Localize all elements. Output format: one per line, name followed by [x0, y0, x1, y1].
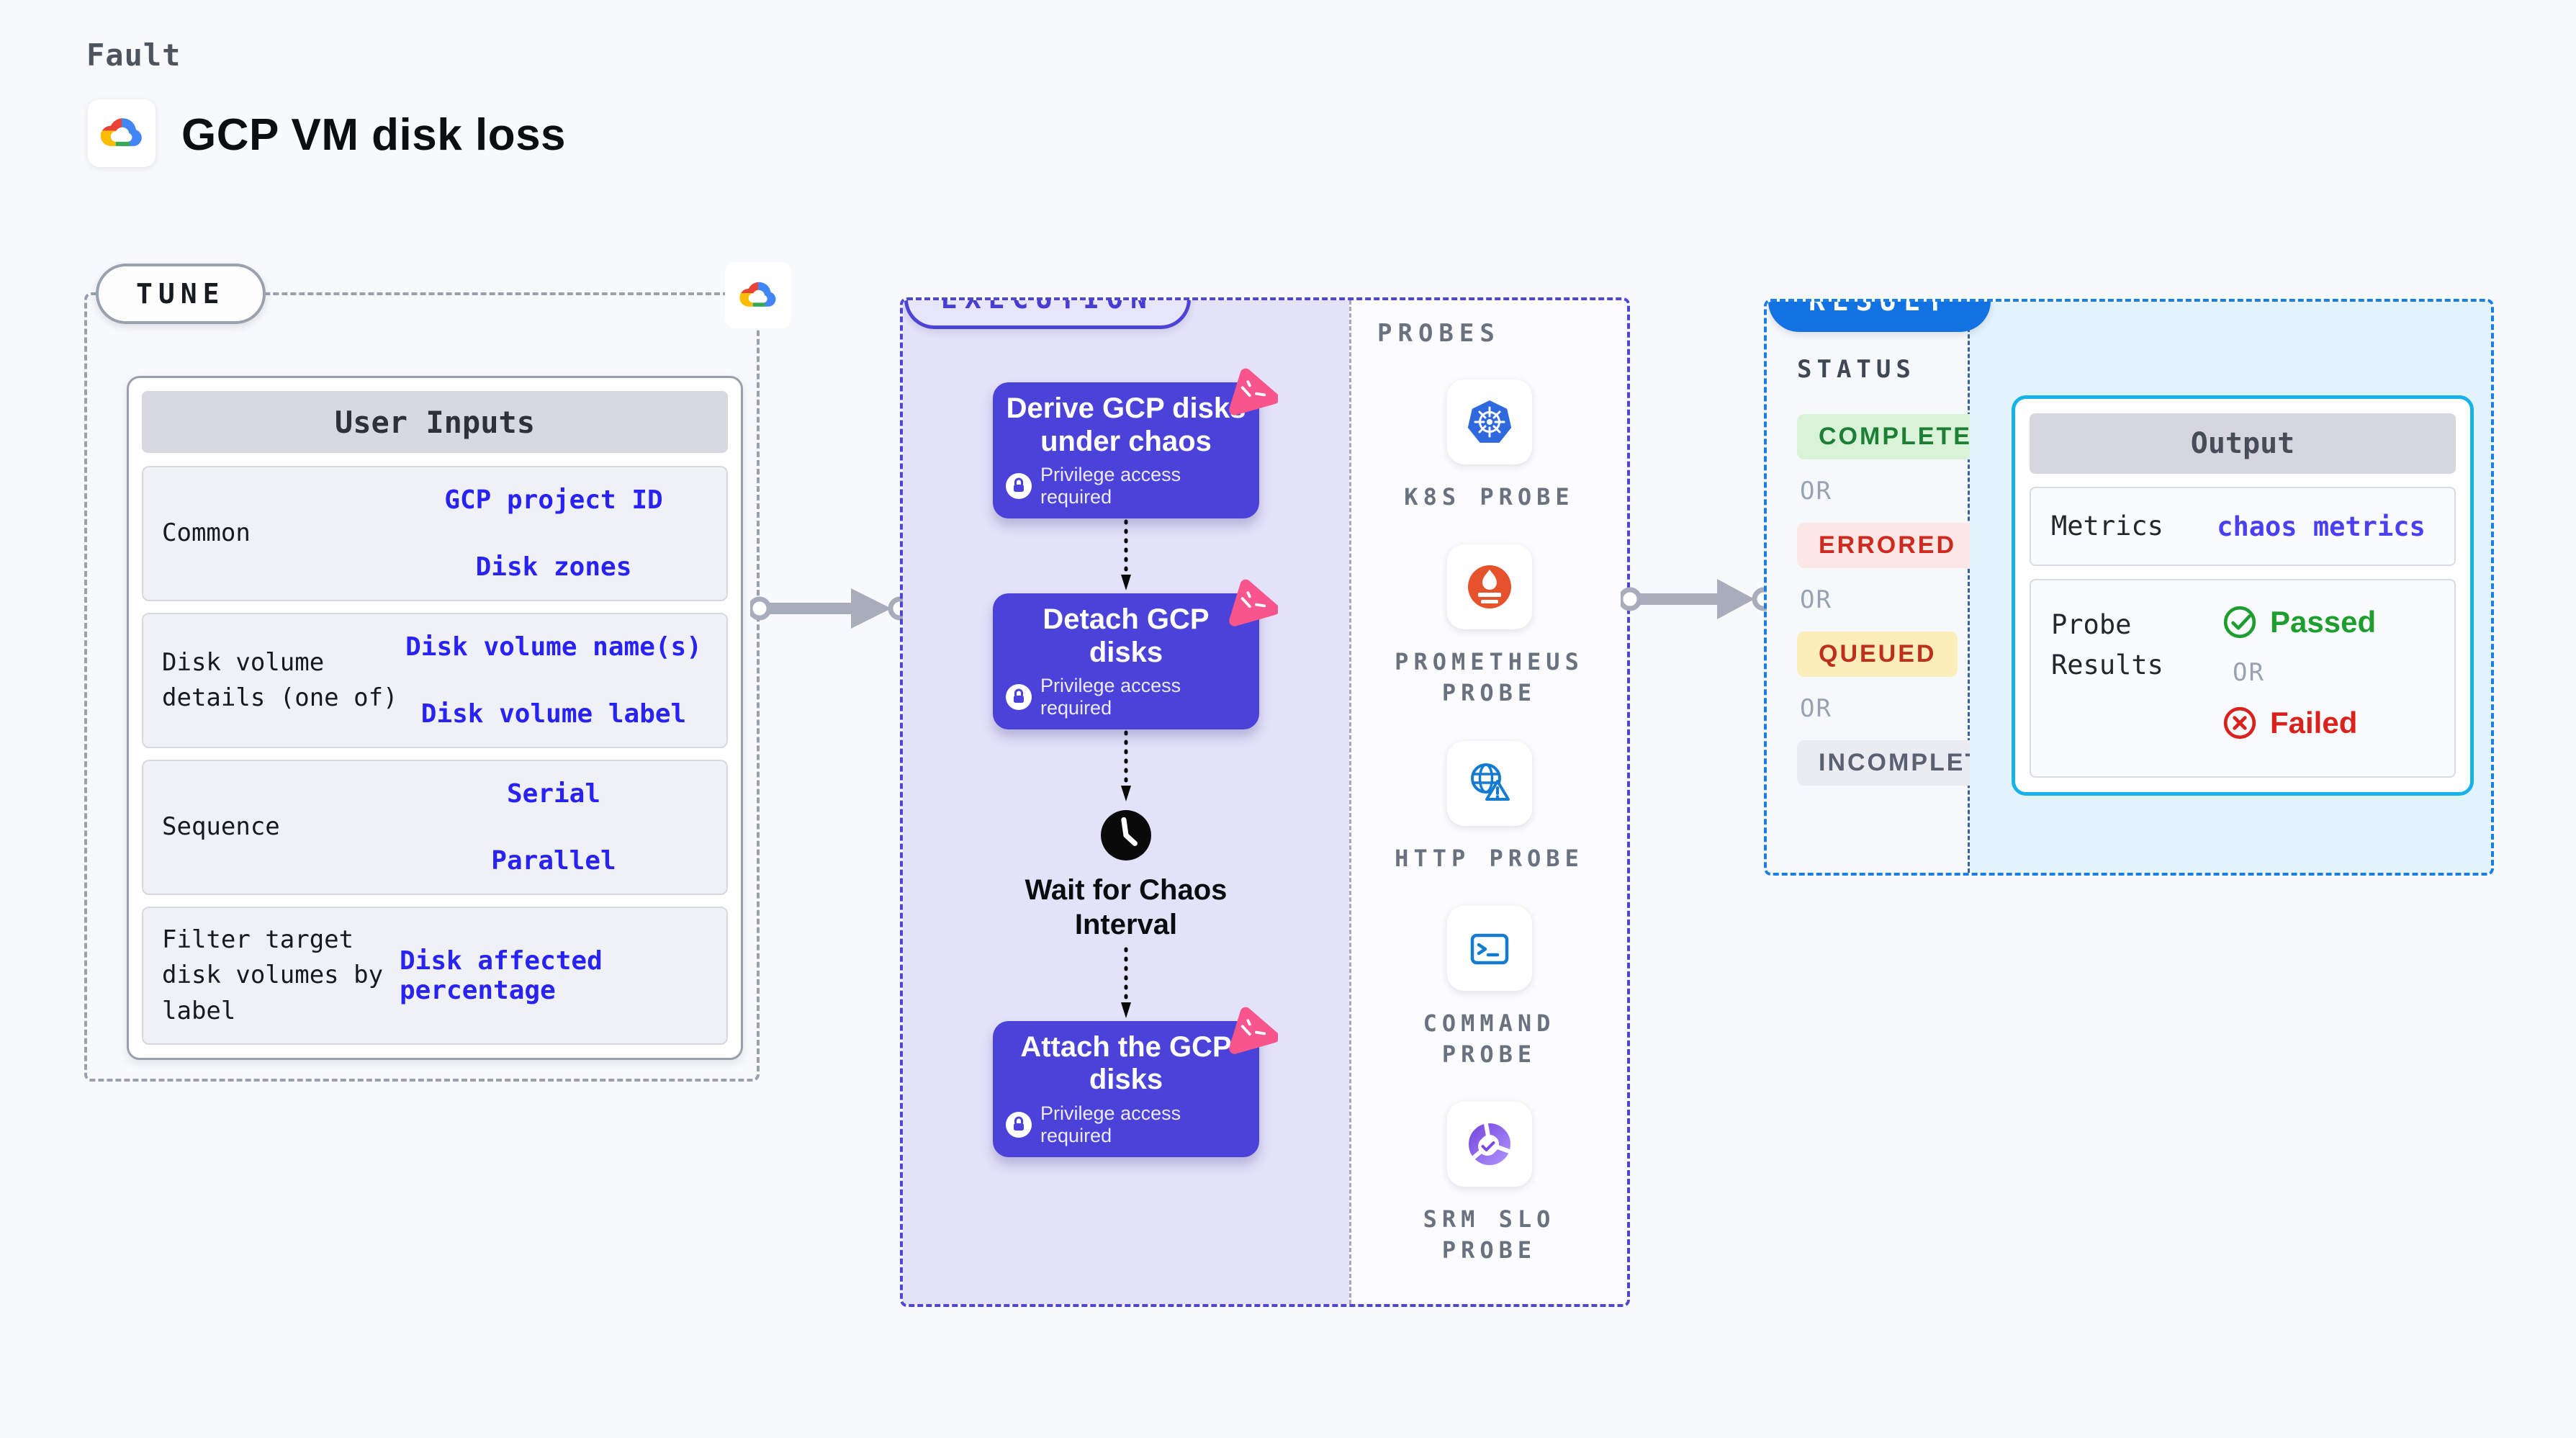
- http-globe-warning-icon: [1470, 763, 1510, 801]
- chaos-icon: [1229, 579, 1278, 626]
- table-row: Sequence Serial Parallel: [142, 760, 728, 896]
- probe-results-row: Probe Results Passed OR: [2030, 579, 2456, 778]
- metrics-value: chaos metrics: [2217, 511, 2426, 542]
- flow-arrow: [1121, 947, 1131, 1018]
- status-or-label: OR: [1800, 694, 1832, 723]
- output-card: Output Metrics chaos metrics Probe Resul…: [2012, 395, 2474, 796]
- step-derive-gcp-disks: Derive GCP disks under chaos Privilege a…: [993, 368, 1278, 519]
- x-circle-icon: [2223, 706, 2256, 740]
- verdict-or-label: OR: [2233, 658, 2265, 687]
- srm-slo-gauge-icon: [1468, 1123, 1510, 1166]
- gcp-cloud-icon: [100, 118, 142, 146]
- row-label: Filter target disk volumes by label: [162, 925, 384, 1025]
- tune-to-execution-arrow: [750, 588, 912, 629]
- lock-icon: [1006, 684, 1032, 711]
- probe-label: COMMAND PROBE: [1423, 1009, 1556, 1068]
- page-kicker: Fault: [86, 37, 181, 73]
- status-or-label: OR: [1800, 585, 1832, 614]
- command-terminal-icon: [1470, 933, 1508, 964]
- execution-section: EXECUTION Derive GCP disks under chaos P…: [900, 297, 1630, 1307]
- execution-badge: EXECUTION: [904, 300, 1191, 329]
- table-row: Disk volume details (one of) Disk volume…: [142, 613, 728, 749]
- output-region: Output Metrics chaos metrics Probe Resul…: [1970, 302, 2491, 873]
- status-badge-errored: ERRORED: [1797, 523, 1978, 568]
- gcp-corner-logo-tile: [725, 262, 791, 328]
- probe-item-k8s: K8S PROBE: [1371, 379, 1608, 513]
- result-badge: RESULT: [1768, 302, 1991, 332]
- probes-panel: PROBES K8S PROBE: [1349, 300, 1627, 1304]
- flow-arrow: [1121, 519, 1131, 591]
- row-value: Disk volume label: [420, 699, 687, 729]
- probes-heading: PROBES: [1377, 319, 1500, 348]
- status-badge-queued: QUEUED: [1797, 632, 1958, 677]
- step-title: Derive GCP disks under chaos: [1006, 392, 1246, 457]
- row-value: GCP project ID: [444, 485, 663, 516]
- probe-label: HTTP PROBE: [1395, 844, 1584, 872]
- prometheus-icon: [1467, 565, 1511, 609]
- privilege-label: Privilege access required: [1040, 464, 1181, 508]
- step-attach-gcp-disks: Attach the GCP disks Privilege access re…: [993, 1007, 1278, 1157]
- verdict-failed: Failed: [2223, 706, 2434, 740]
- tune-badge: TUNE: [96, 264, 266, 324]
- probe-label: K8S PROBE: [1404, 483, 1575, 511]
- status-column: STATUS COMPLETED OR ERRORED OR QUEUED OR…: [1767, 302, 2043, 873]
- kubernetes-icon: [1467, 400, 1511, 443]
- gcp-logo-tile: [88, 99, 156, 167]
- privilege-label: Privilege access required: [1040, 675, 1181, 719]
- gcp-cloud-icon: [739, 282, 776, 307]
- flow-arrow: [1121, 730, 1131, 802]
- chaos-icon: [1229, 368, 1278, 415]
- passed-label: Passed: [2270, 605, 2377, 639]
- row-value: Serial: [506, 779, 601, 809]
- verdict-passed: Passed: [2223, 605, 2434, 639]
- step-title: Attach the GCP disks: [1020, 1030, 1232, 1096]
- tune-section: TUNE User Inputs Common GCP project ID D…: [84, 262, 791, 1082]
- table-row: Common GCP project ID Disk zones: [142, 466, 728, 602]
- user-inputs-card: User Inputs Common GCP project ID Disk z…: [127, 376, 743, 1060]
- check-circle-icon: [2223, 606, 2256, 639]
- probes-to-result-arrow: [1621, 579, 1775, 619]
- page-title: GCP VM disk loss: [181, 110, 567, 160]
- row-label: Disk volume details (one of): [162, 647, 398, 713]
- probe-item-srm-slo: SRM SLO PROBE: [1371, 1102, 1608, 1266]
- probe-results-label: Probe Results: [2051, 609, 2163, 680]
- execution-flow: Derive GCP disks under chaos Privilege a…: [903, 300, 1349, 1304]
- privilege-label: Privilege access required: [1040, 1102, 1181, 1146]
- result-section: RESULT STATUS COMPLETED OR ERRORED OR QU…: [1764, 299, 2494, 876]
- lock-icon: [1006, 473, 1032, 500]
- status-or-label: OR: [1800, 477, 1832, 505]
- clock-icon: [1101, 810, 1151, 861]
- step-detach-gcp-disks: Detach GCP disks Privilege access requir…: [993, 579, 1278, 730]
- failed-label: Failed: [2270, 706, 2358, 740]
- row-value: Disk affected percentage: [400, 946, 603, 1006]
- probe-label: PROMETHEUS PROBE: [1395, 648, 1584, 707]
- user-inputs-header: User Inputs: [142, 391, 728, 453]
- wait-for-chaos-step: Wait for Chaos Interval: [1004, 809, 1248, 941]
- table-row: Filter target disk volumes by label Disk…: [142, 907, 728, 1045]
- row-label: Common: [162, 518, 251, 548]
- chaos-icon: [1229, 1007, 1278, 1054]
- row-label: Sequence: [162, 812, 280, 842]
- probe-item-prometheus: PROMETHEUS PROBE: [1371, 544, 1608, 709]
- row-value: Parallel: [491, 846, 616, 876]
- row-value: Disk volume name(s): [405, 632, 702, 662]
- probe-label: SRM SLO PROBE: [1423, 1205, 1556, 1264]
- wait-step-label: Wait for Chaos Interval: [1024, 874, 1228, 940]
- probe-item-http: HTTP PROBE: [1371, 740, 1608, 874]
- step-title: Detach GCP disks: [1042, 603, 1210, 668]
- status-heading: STATUS: [1797, 355, 1916, 384]
- metrics-row: Metrics chaos metrics: [2030, 487, 2456, 566]
- probe-item-command: COMMAND PROBE: [1371, 905, 1608, 1070]
- row-value: Disk zones: [475, 552, 632, 583]
- output-header: Output: [2030, 413, 2456, 474]
- metrics-label: Metrics: [2051, 511, 2163, 542]
- lock-icon: [1006, 1111, 1032, 1138]
